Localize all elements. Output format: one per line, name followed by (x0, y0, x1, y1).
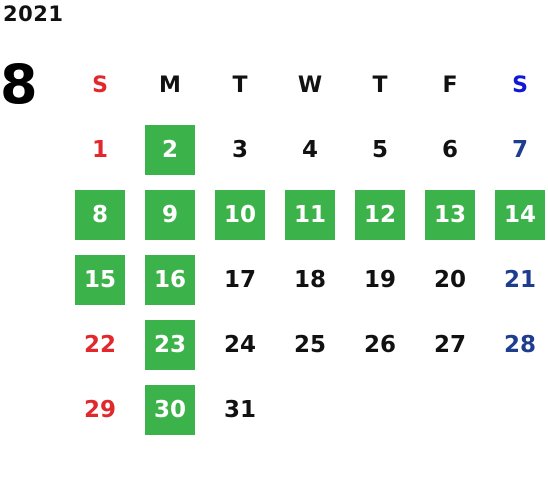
day-cell[interactable]: 27 (433, 332, 466, 358)
day-cell[interactable]: 25 (293, 332, 326, 358)
day-cell[interactable]: 28 (503, 332, 536, 358)
day-cell[interactable]: 21 (503, 267, 536, 293)
day-cell[interactable]: 8 (75, 190, 125, 240)
day-cell[interactable]: 2 (145, 125, 195, 175)
month-number: 8 (0, 53, 38, 116)
weekday-header-thu: T (372, 72, 388, 98)
day-cell[interactable]: 26 (363, 332, 396, 358)
day-cell[interactable]: 15 (75, 255, 125, 305)
day-cell[interactable]: 1 (91, 137, 108, 163)
weekday-header-wed: W (297, 72, 323, 98)
day-cell[interactable]: 20 (433, 267, 466, 293)
day-cell[interactable]: 19 (363, 267, 396, 293)
day-cell[interactable]: 3 (231, 137, 248, 163)
day-cell[interactable]: 30 (145, 385, 195, 435)
day-cell[interactable]: 12 (355, 190, 405, 240)
day-cell[interactable]: 10 (215, 190, 265, 240)
day-cell[interactable]: 11 (285, 190, 335, 240)
day-cell[interactable]: 5 (371, 137, 388, 163)
day-cell[interactable]: 7 (511, 137, 528, 163)
day-cell[interactable]: 31 (223, 397, 256, 423)
day-cell[interactable]: 22 (83, 332, 116, 358)
day-cell[interactable]: 9 (145, 190, 195, 240)
year-label: 2021 (3, 2, 64, 26)
weekday-header-mon: M (159, 72, 181, 98)
day-cell[interactable]: 13 (425, 190, 475, 240)
day-cell[interactable]: 14 (495, 190, 545, 240)
weekday-header-sat: S (512, 72, 528, 98)
day-cell[interactable]: 18 (293, 267, 326, 293)
day-cell[interactable]: 29 (83, 397, 116, 423)
day-cell[interactable]: 4 (301, 137, 318, 163)
weekday-header-sun: S (92, 72, 108, 98)
day-cell[interactable]: 6 (441, 137, 458, 163)
day-cell[interactable]: 24 (223, 332, 256, 358)
day-cell[interactable]: 23 (145, 320, 195, 370)
day-cell[interactable]: 16 (145, 255, 195, 305)
day-cell[interactable]: 17 (223, 267, 256, 293)
weekday-header-fri: F (442, 72, 458, 98)
weekday-header-tue: T (232, 72, 248, 98)
